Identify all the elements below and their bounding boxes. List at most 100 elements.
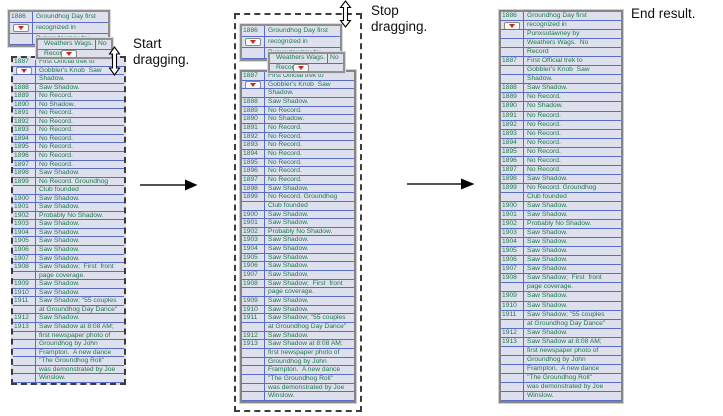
- list-row[interactable]: Weathers Wags. No: [501, 39, 621, 49]
- list-row[interactable]: recognized in: [242, 37, 340, 48]
- list-row[interactable]: Groundhog by John: [242, 357, 354, 367]
- drag-ghost-box-b[interactable]: Weathers Wags. No Record: [268, 52, 345, 73]
- list-row[interactable]: Club founded: [13, 186, 124, 195]
- drag-ghost-box-b[interactable]: Weathers Wags. No Record: [36, 38, 113, 59]
- list-row[interactable]: Winslow.: [501, 391, 621, 401]
- row-marker-button[interactable]: [503, 21, 520, 30]
- list-row[interactable]: was demonstrated by Joe: [13, 365, 124, 375]
- list-row[interactable]: first newspaper photo of: [13, 331, 124, 341]
- list-row[interactable]: at Groundhog Day Dance": [242, 323, 354, 332]
- list-row[interactable]: Club founded: [242, 201, 354, 211]
- list-row[interactable]: Gobbler's Knob Saw: [501, 66, 621, 76]
- list-row[interactable]: first newspaper photo of: [242, 349, 354, 358]
- list-row[interactable]: recognized in: [501, 21, 621, 31]
- list-row[interactable]: Punxsutawney by: [501, 30, 621, 40]
- row-marker-button[interactable]: [244, 37, 261, 46]
- row-marker-button[interactable]: [15, 67, 32, 75]
- row-marker-button[interactable]: [12, 23, 29, 32]
- list-row[interactable]: recognized in: [10, 23, 108, 34]
- list-row[interactable]: Club founded: [501, 192, 621, 202]
- list-row[interactable]: page coverage.: [501, 283, 621, 293]
- list-row[interactable]: first newspaper photo of: [501, 346, 621, 356]
- list-row[interactable]: at Groundhog Day Dance": [13, 305, 124, 315]
- list-row[interactable]: Gobbler's Knob Saw: [242, 80, 354, 90]
- list-row[interactable]: Groundhog by John: [13, 340, 124, 349]
- list-row[interactable]: Winslow.: [242, 392, 354, 401]
- list-row[interactable]: was demonstrated by Joe: [242, 383, 354, 393]
- list-row[interactable]: "The Groundhog Roll": [501, 373, 621, 383]
- list-row[interactable]: Winslow.: [13, 374, 124, 383]
- list-row[interactable]: page coverage.: [13, 271, 124, 281]
- list-row[interactable]: was demonstrated by Joe: [501, 382, 621, 392]
- list-row[interactable]: "The Groundhog Roll": [242, 374, 354, 384]
- list-row[interactable]: page coverage.: [242, 288, 354, 298]
- row-marker-button[interactable]: [60, 50, 77, 58]
- list-row[interactable]: Record: [501, 48, 621, 58]
- list-row[interactable]: Shadow.: [242, 89, 354, 98]
- list-row[interactable]: Shadow.: [501, 75, 621, 85]
- row-marker-button[interactable]: [244, 81, 261, 89]
- list-row[interactable]: Frampton. A new dance: [13, 348, 124, 358]
